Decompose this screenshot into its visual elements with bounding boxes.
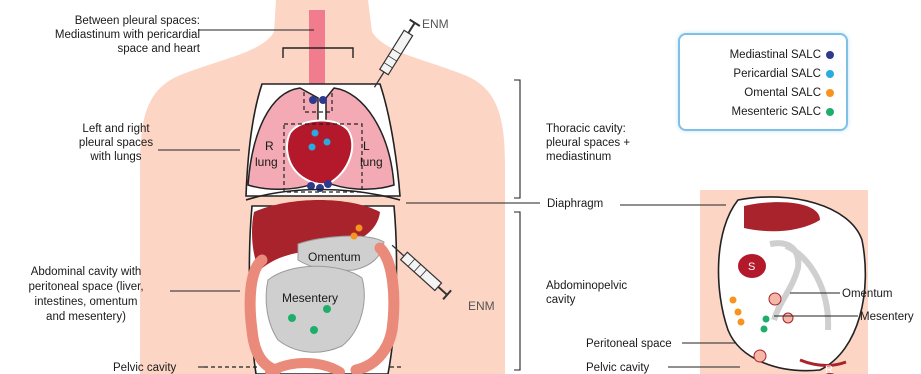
legend-item-pericardial: Pericardial SALC [733,68,834,80]
legend-dot [826,108,834,116]
label-between-pleural-2: Mediastinum with pericardial [55,29,200,41]
label-lr-pleural-1: Left and right [82,123,150,135]
label-r-lung-letter: R [265,139,274,153]
label-pelvic-left: Pelvic cavity [113,362,177,374]
label-mesentery-organ: Mesentery [282,291,338,305]
label-abd-3: intestines, omentum [35,296,138,308]
label-pelvic-right: Pelvic cavity [586,362,650,374]
label-abd-4: and mesentery) [46,311,126,323]
label-l-lung-letter: L [363,139,370,153]
label-enm-bottom: ENM [468,299,495,313]
legend-label: Omental SALC [744,87,821,99]
label-lr-pleural-3: with lungs [89,151,141,163]
label-r-lung-word: lung [255,155,278,169]
label-between-pleural-1: Between pleural spaces: [75,15,200,27]
label-omentum-right: Omentum [842,288,893,300]
label-omentum-organ: Omentum [308,250,361,264]
legend-item-mesenteric: Mesenteric SALC [732,106,834,118]
label-thoracic-1: Thoracic cavity: [546,123,626,135]
legend-dot [826,70,834,78]
label-abdominopelvic-1: Abdominopelvic [546,280,627,292]
legend-item-omental: Omental SALC [744,87,834,99]
legend-dot [826,89,834,97]
abdominal-cavity [249,200,396,374]
legend: Mediastinal SALC Pericardial SALC Omenta… [678,33,848,131]
legend-label: Pericardial SALC [733,68,821,80]
label-thoracic-3: mediastinum [546,151,611,163]
sagittal-view [700,190,868,374]
label-stomach: S [748,261,755,273]
label-rectum: R [825,364,833,374]
label-enm-top: ENM [422,17,449,31]
label-diaphragm: Diaphragm [547,198,603,210]
label-abd-2: peritoneal space (liver, [28,281,143,293]
label-lr-pleural-2: pleural spaces [79,137,153,149]
label-thoracic-2: pleural spaces + [546,137,630,149]
trachea [309,10,325,96]
label-abd-1: Abdominal cavity with [31,266,142,278]
label-between-pleural-3: space and heart [118,43,201,55]
legend-dot [826,51,834,59]
label-l-lung-word: lung [360,155,383,169]
label-abdominopelvic-2: cavity [546,294,576,306]
mesentery-region [266,266,364,352]
label-peritoneal-space: Peritoneal space [586,338,672,350]
legend-label: Mesenteric SALC [732,106,821,118]
legend-label: Mediastinal SALC [730,49,821,61]
legend-item-mediastinal: Mediastinal SALC [730,49,834,61]
label-mesentery-right: Mesentery [860,311,914,323]
